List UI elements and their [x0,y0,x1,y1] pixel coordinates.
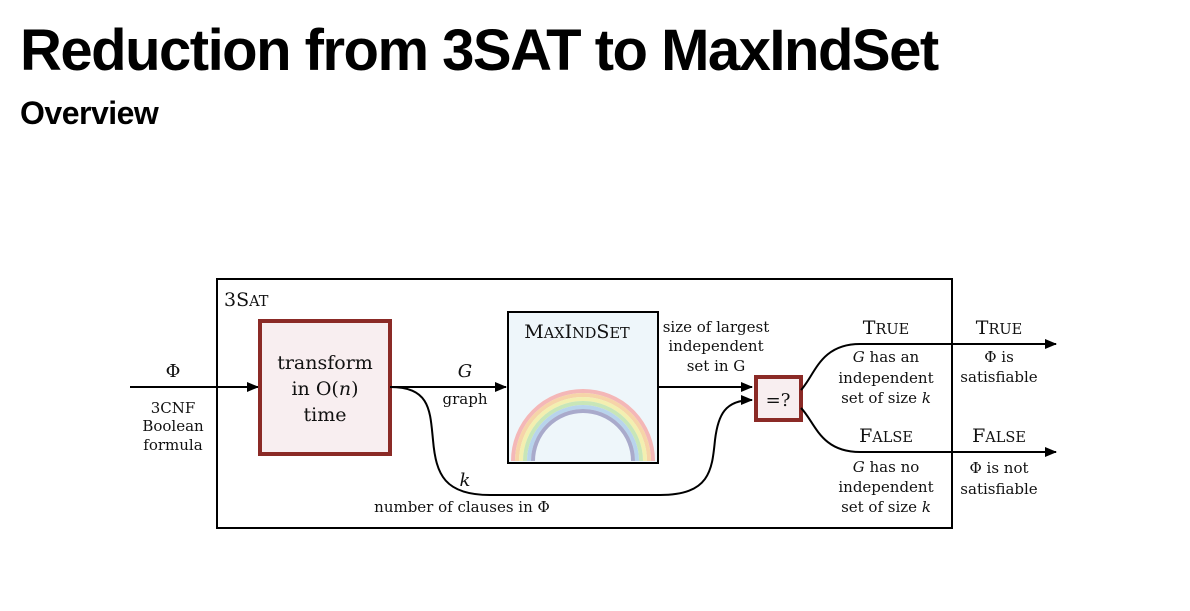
true-output-label: TRUE [976,317,1022,339]
k-symbol: k [460,470,471,491]
transform-box [258,319,392,456]
false-output-desc-line1: Φ is not [969,459,1028,477]
false-branch-desc-line3: set of size k [841,498,931,516]
slide-subtitle: Overview [20,95,159,131]
k-arrow [389,386,753,496]
graph-desc: graph [443,390,488,408]
k-desc: number of clauses in Φ [374,498,550,516]
outer-box-label: 3SAT [224,289,269,311]
transform-line1: transform [277,352,373,374]
false-branch-arrow [800,407,1057,457]
transform-line3: time [304,404,347,426]
true-output-desc-line1: Φ is [984,348,1014,366]
solver-output-line1: size of largest [663,318,770,336]
false-branch-label: FALSE [859,425,913,447]
transform-line2: in O(n) [291,378,358,400]
input-symbol: Φ [166,361,181,382]
false-output-desc-line2: satisfiable [960,480,1038,498]
false-output-label: FALSE [972,425,1026,447]
compare-box [754,375,803,422]
solver-output-line2: independent [668,337,763,355]
false-branch-desc-line1: G has no [853,458,920,476]
slide-title: Reduction from 3SAT to MaxIndSet [20,18,939,83]
false-branch-desc-line2: independent [838,478,933,496]
input-desc-line2: Boolean [142,417,204,435]
outer-3sat-box [216,278,953,529]
rainbow-icon [511,389,655,462]
input-desc-line1: 3CNF [151,399,196,417]
graph-symbol: G [458,361,472,382]
true-output-desc-line2: satisfiable [960,368,1038,386]
true-branch-desc-line3: set of size k [841,389,931,407]
input-desc-line3: formula [143,436,202,454]
true-branch-desc-line1: G has an [853,348,920,366]
maxindset-label: MAXINDSET [524,321,630,343]
true-branch-arrow [800,339,1057,391]
compare-label: =? [766,390,791,411]
solver-output-line3: set in G [687,357,746,375]
true-branch-label: TRUE [863,317,909,339]
true-branch-desc-line2: independent [838,369,933,387]
